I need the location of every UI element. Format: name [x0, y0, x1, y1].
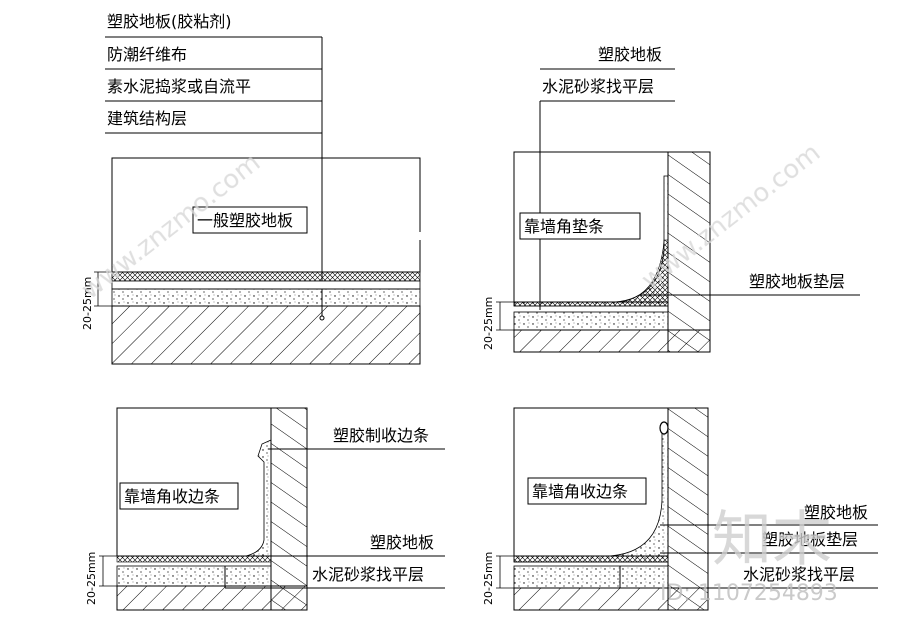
label-plastic-floor: 塑胶地板 — [804, 503, 868, 522]
label-plastic-floor: 塑胶地板 — [370, 533, 434, 552]
label-general-plastic-floor: 一般塑胶地板 — [197, 211, 293, 230]
panel-cove-edge-strip: 靠墙角收边条 塑胶地板 塑胶地板垫层 水泥砂浆找平层 20-25mm — [482, 407, 878, 611]
watermark-id: ID: 1107254893 — [660, 581, 838, 606]
label-cement-slurry: 素水泥捣浆或自流平 — [107, 77, 251, 96]
dimension-thickness: 20-25mm — [482, 552, 495, 605]
label-cement-leveling: 水泥砂浆找平层 — [743, 565, 855, 584]
dimension-thickness: 20-25mm — [81, 277, 94, 330]
label-moisture-fabric: 防潮纤维布 — [107, 45, 187, 64]
label-cement-leveling: 水泥砂浆找平层 — [312, 565, 424, 584]
watermark: www.znzmo.com www.znzmo.com 知末 ID: 11072… — [76, 138, 838, 606]
label-corner-pad: 靠墙角垫条 — [524, 217, 604, 236]
label-cement-leveling: 水泥砂浆找平层 — [542, 77, 654, 96]
label-floor-underlay: 塑胶地板垫层 — [749, 272, 845, 291]
dimension-thickness: 20-25mm — [85, 552, 98, 605]
label-floor-underlay: 塑胶地板垫层 — [762, 530, 858, 549]
panel-plastic-edge-strip: 靠墙角收边条 塑胶制收边条 塑胶地板 水泥砂浆找平层 20-25mm — [85, 407, 445, 611]
panel-general-floor: 塑胶地板(胶粘剂) 防潮纤维布 素水泥捣浆或自流平 建筑结构层 一般塑胶地板 2… — [81, 12, 426, 365]
dimension-thickness: 20-25mm — [482, 297, 495, 350]
label-wall-edge-strip: 靠墙角收边条 — [532, 482, 628, 501]
watermark-brand: 知末 — [712, 505, 832, 575]
label-plastic-floor: 塑胶地板 — [598, 45, 662, 64]
panel-corner-pad: 塑胶地板 水泥砂浆找平层 靠墙角垫条 塑胶地板垫层 20-25mm — [482, 45, 860, 353]
label-plastic-edge-strip: 塑胶制收边条 — [333, 426, 429, 445]
label-wall-edge-strip: 靠墙角收边条 — [124, 487, 220, 506]
label-plastic-floor-adhesive: 塑胶地板(胶粘剂) — [107, 12, 232, 31]
label-structural-layer: 建筑结构层 — [107, 109, 187, 128]
